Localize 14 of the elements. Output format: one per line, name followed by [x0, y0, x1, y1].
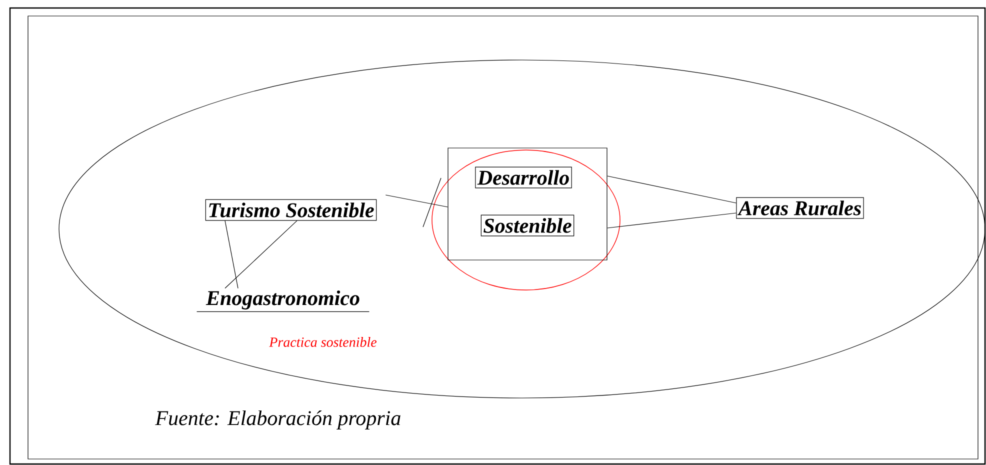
label-box: Turismo Sostenible [205, 199, 377, 221]
connector-line [385, 194, 448, 208]
caption: Fuente: Elaboración propria [155, 410, 400, 430]
label-box: Areas Rurales [736, 197, 864, 219]
label-box: Sostenible [480, 214, 574, 236]
connector-line [224, 220, 238, 289]
label-box: Desarrollo [475, 166, 572, 188]
connector-line [607, 176, 736, 204]
ellipse-outline [58, 60, 986, 398]
note-text: Practica sostenible [269, 337, 377, 347]
underlined-text: Enogastronomico [196, 290, 370, 312]
connector-line [607, 212, 736, 228]
frame-box [448, 148, 608, 260]
connector-line [224, 220, 298, 289]
